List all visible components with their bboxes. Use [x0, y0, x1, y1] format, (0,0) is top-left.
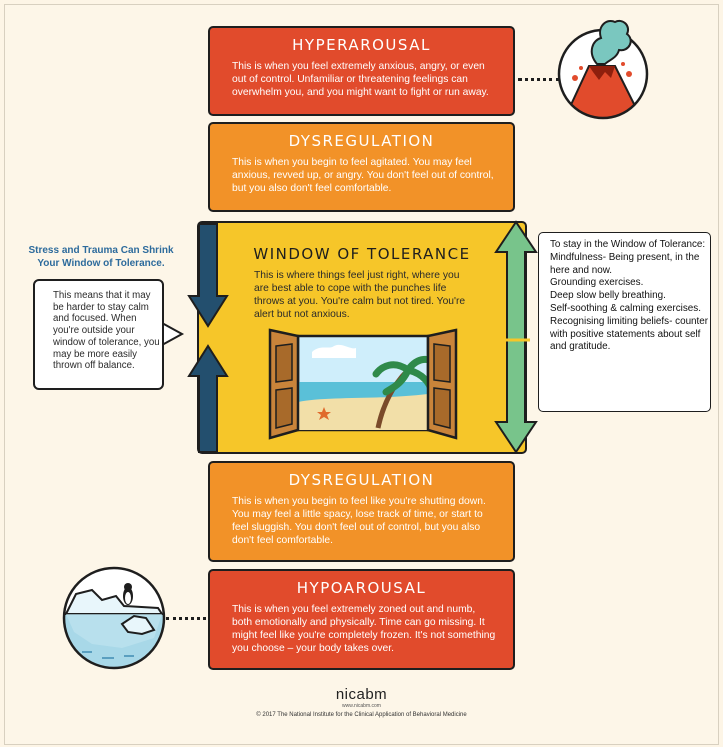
hyperarousal-box: HYPERAROUSAL This is when you feel extre…	[208, 26, 515, 116]
speech-bubble: This means that it may be harder to stay…	[33, 279, 164, 390]
tips-line: Grounding exercises.	[550, 277, 644, 289]
hyperarousal-title: HYPERAROUSAL	[292, 36, 431, 54]
tips-line: Recognising limiting beliefs- counter wi…	[550, 315, 709, 353]
speech-bubble-text: This means that it may be harder to stay…	[53, 290, 160, 372]
volcano-connector	[518, 78, 560, 81]
hypoarousal-description: This is when you feel extremely zoned ou…	[232, 604, 496, 654]
side-title: Stress and Trauma Can Shrink Your Window…	[28, 245, 174, 269]
dysregulation-top-description: This is when you begin to feel agitated.…	[232, 157, 494, 194]
copyright-text: © 2017 The National Institute for the Cl…	[256, 712, 467, 718]
dysregulation-top-box: DYSREGULATION This is when you begin to …	[208, 122, 515, 212]
hypoarousal-box: HYPOAROUSAL This is when you feel extrem…	[208, 569, 515, 670]
nicabm-logo: nicabm	[335, 686, 388, 703]
open-window-beach-icon	[268, 328, 458, 440]
tips-line: Deep slow belly breathing.	[550, 290, 666, 302]
down-arrow-icon	[187, 223, 229, 328]
dysregulation-top-title: DYSREGULATION	[288, 132, 435, 150]
dysregulation-bottom-title: DYSREGULATION	[288, 471, 435, 489]
hypoarousal-title: HYPOAROUSAL	[296, 579, 427, 597]
up-arrow-icon	[187, 344, 229, 453]
tips-line: Self-soothing & calming exercises.	[550, 302, 701, 314]
tips-panel: To stay in the Window of Tolerance: Mind…	[538, 232, 711, 412]
window-of-tolerance-description: This is where things feel just right, wh…	[254, 270, 466, 320]
speech-bubble-pointer	[161, 322, 185, 346]
double-arrow-icon	[494, 220, 538, 454]
tips-line: Mindfulness- Being present, in the here …	[550, 251, 700, 276]
volcano-icon	[557, 20, 649, 120]
dysregulation-bottom-description: This is when you begin to feel like you'…	[232, 496, 486, 546]
dysregulation-bottom-box: DYSREGULATION This is when you begin to …	[208, 461, 515, 562]
iceberg-penguin-icon	[62, 566, 166, 670]
nicabm-url: www.nicabm.com	[342, 703, 381, 709]
tips-line: To stay in the Window of Tolerance:	[550, 239, 706, 250]
iceberg-connector	[166, 617, 206, 620]
hyperarousal-description: This is when you feel extremely anxious,…	[232, 61, 489, 98]
window-of-tolerance-title: WINDOW OF TOLERANCE	[253, 245, 471, 263]
